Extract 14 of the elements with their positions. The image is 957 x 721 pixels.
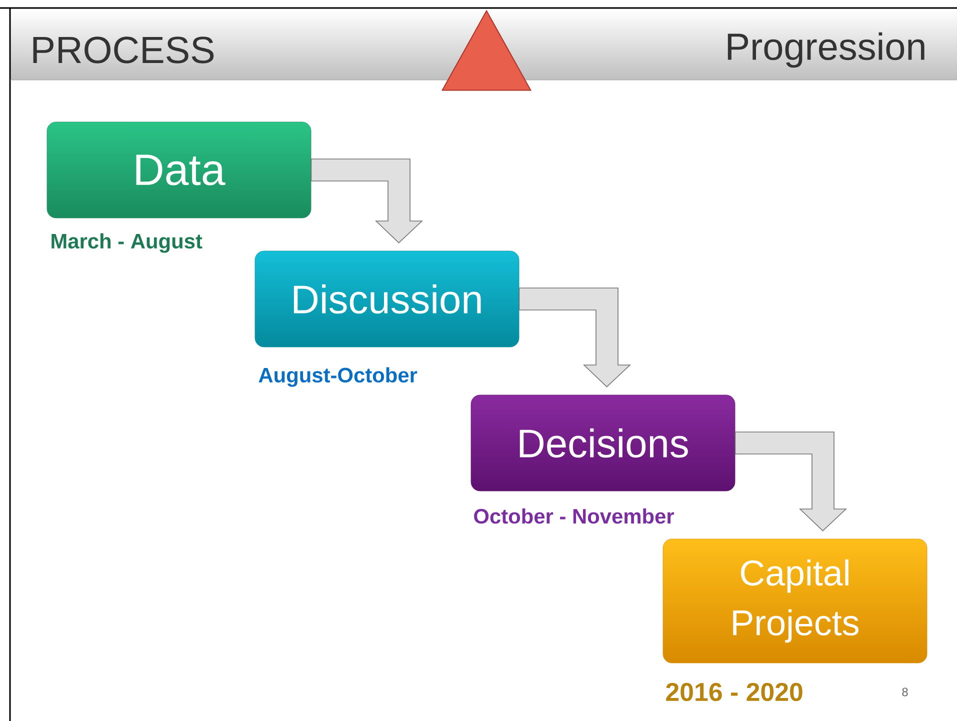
process-box: Data — [46, 122, 312, 218]
process-box: Decisions — [470, 394, 736, 492]
header-title: Progression — [728, 32, 924, 68]
process-box: Discussion — [254, 250, 520, 348]
date-range: October - November — [474, 508, 674, 524]
block-arrow — [734, 432, 847, 532]
process-box: Capital Projects — [662, 538, 928, 664]
page-number: 8 — [902, 688, 908, 696]
block-arrow — [518, 288, 631, 388]
date-range: August-October — [258, 367, 418, 387]
header-title: PROCESS — [33, 36, 214, 64]
block-arrow — [310, 158, 423, 244]
date-range: March - August — [52, 233, 202, 253]
date-range: 2016 - 2020 — [666, 682, 802, 702]
